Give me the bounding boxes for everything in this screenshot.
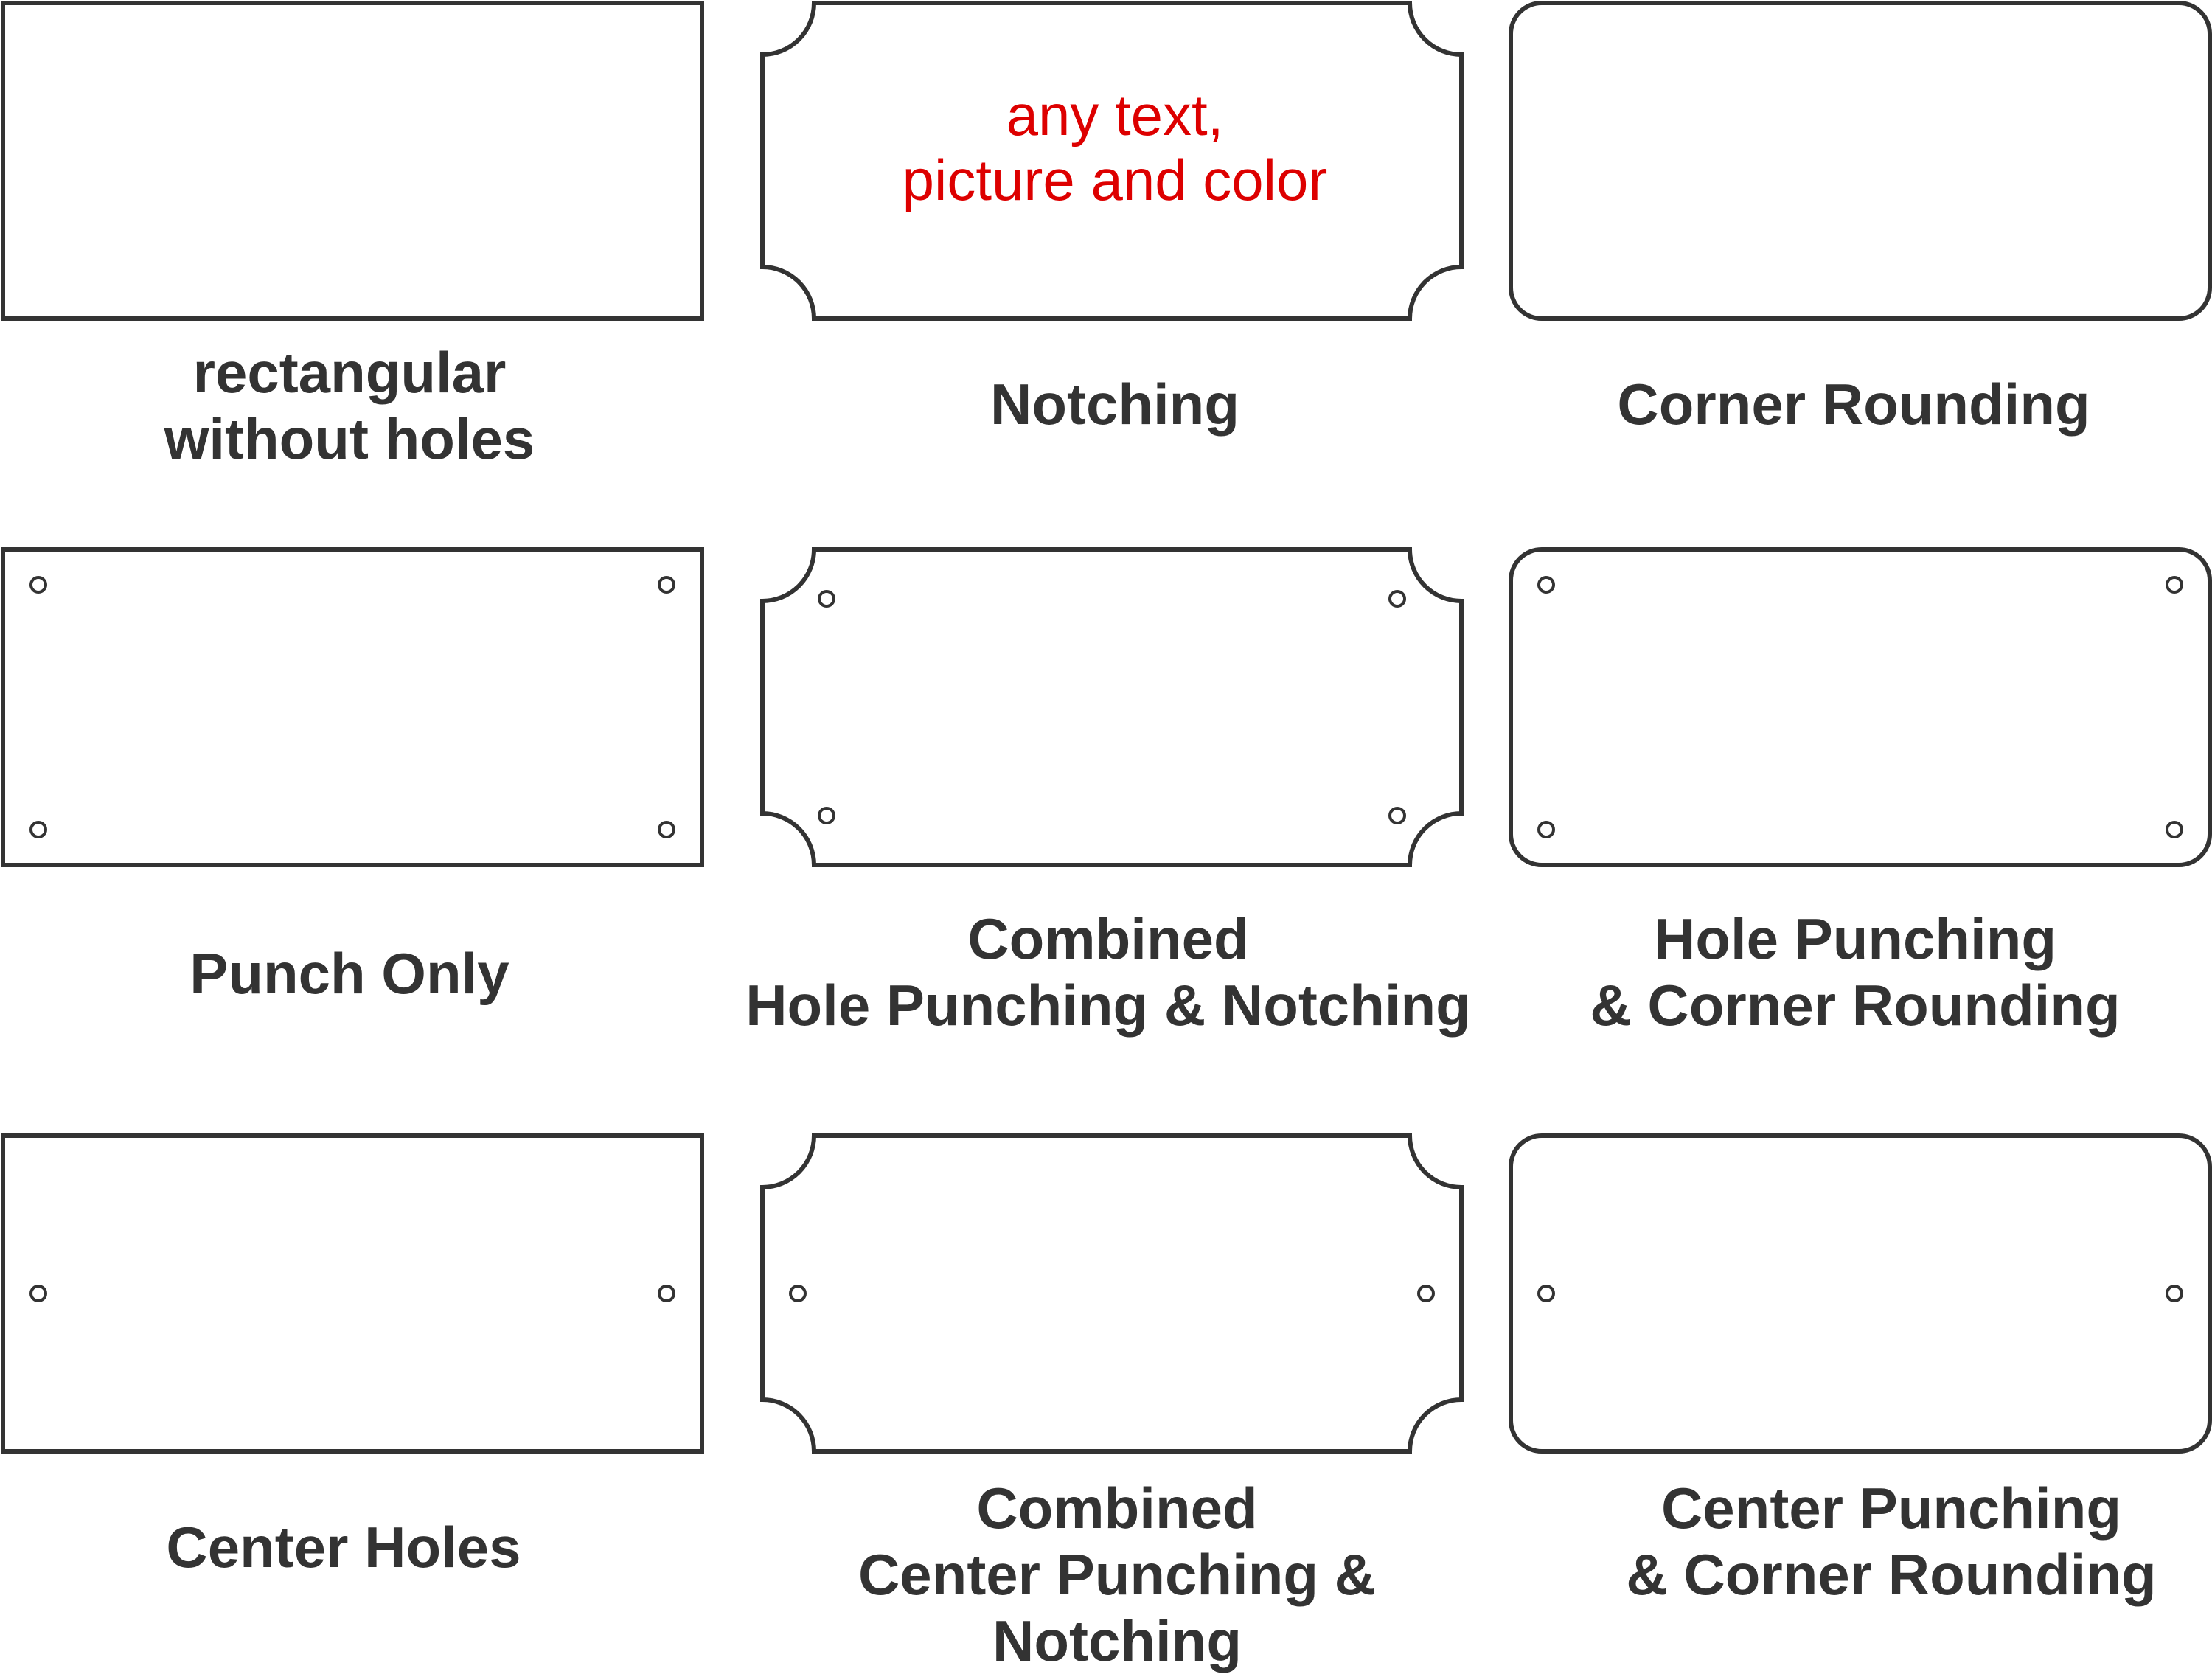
label-center-holes-line-1: Center Holes [166, 1515, 521, 1580]
plate-outline-rounded [1509, 1, 2212, 321]
label-center-punching-corner-rounding-line-1: Center Punching [1660, 1476, 2122, 1541]
mounting-hole [2166, 1285, 2183, 1302]
label-corner-rounding-line-1: Corner Rounding [1617, 372, 2090, 437]
label-hole-punching-notching: Combined Hole Punching & Notching [740, 906, 1477, 1038]
plate-punch-only [1, 547, 704, 867]
mounting-hole [789, 1285, 807, 1302]
label-corner-rounding: Corner Rounding [1485, 371, 2212, 437]
mounting-hole [29, 1285, 47, 1302]
mounting-hole [818, 590, 835, 608]
plate-hole-punching-notching [760, 547, 1464, 867]
label-punch-only-line-1: Punch Only [189, 941, 509, 1006]
label-rectangular: rectangular without holes [0, 339, 718, 472]
mounting-hole [1537, 576, 1555, 594]
mounting-hole [1388, 590, 1406, 608]
label-notching-line-1: Notching [990, 372, 1239, 437]
plate-outline-rect [1, 547, 704, 867]
sample-text-line-2: picture and color [902, 147, 1328, 212]
plate-outline-rect [1, 1133, 704, 1454]
mounting-hole [29, 576, 47, 594]
mounting-hole [29, 821, 47, 838]
mounting-hole [658, 821, 675, 838]
plate-center-punching-corner-rounding [1509, 1133, 2212, 1454]
plate-hole-punching-corner-rounding [1509, 547, 2212, 867]
sample-text: any text, picture and color [746, 83, 1484, 212]
plate-outline-notched [760, 547, 1464, 867]
plate-outline-notched [760, 1133, 1464, 1454]
plate-outline-rounded [1509, 1133, 2212, 1454]
plate-outline-notched [760, 1, 1464, 321]
label-hole-punching-corner-rounding-line-1: Hole Punching [1654, 906, 2056, 971]
label-hole-punching-notching-line-1: Combined [967, 906, 1249, 971]
plate-notching [760, 1, 1464, 321]
plate-corner-rounding [1509, 1, 2212, 321]
label-rectangular-line-2: without holes [164, 406, 535, 471]
plate-center-punching-notching [760, 1133, 1464, 1454]
plate-outline-rect [1, 1, 704, 321]
label-notching: Notching [746, 371, 1484, 437]
label-hole-punching-corner-rounding-line-2: & Corner Rounding [1590, 973, 2121, 1038]
label-center-punching-notching: Combined Center Punching & Notching [748, 1475, 1486, 1674]
label-center-punching-notching-line-1: Combined [976, 1476, 1258, 1541]
mounting-hole [1417, 1285, 1435, 1302]
mounting-hole [818, 807, 835, 824]
label-center-holes: Center Holes [0, 1514, 712, 1580]
label-center-punching-corner-rounding-line-2: & Corner Rounding [1626, 1542, 2157, 1607]
label-center-punching-notching-line-2: Center Punching & Notching [858, 1542, 1377, 1673]
label-center-punching-corner-rounding: Center Punching & Corner Rounding [1523, 1475, 2212, 1608]
plates-canvas [1, 1, 2212, 1454]
plate-rectangular [1, 1, 704, 321]
mounting-hole [2166, 576, 2183, 594]
mounting-hole [658, 1285, 675, 1302]
mounting-hole [2166, 821, 2183, 838]
label-punch-only: Punch Only [0, 940, 718, 1007]
mounting-hole [658, 576, 675, 594]
label-rectangular-line-1: rectangular [192, 340, 507, 405]
mounting-hole [1537, 821, 1555, 838]
sample-text-line-1: any text, [1006, 83, 1224, 147]
mounting-hole [1537, 1285, 1555, 1302]
plate-outline-rounded [1509, 547, 2212, 867]
label-hole-punching-corner-rounding: Hole Punching & Corner Rounding [1486, 906, 2212, 1038]
label-hole-punching-notching-line-2: Hole Punching & Notching [745, 973, 1471, 1038]
plate-center-holes [1, 1133, 704, 1454]
mounting-hole [1388, 807, 1406, 824]
